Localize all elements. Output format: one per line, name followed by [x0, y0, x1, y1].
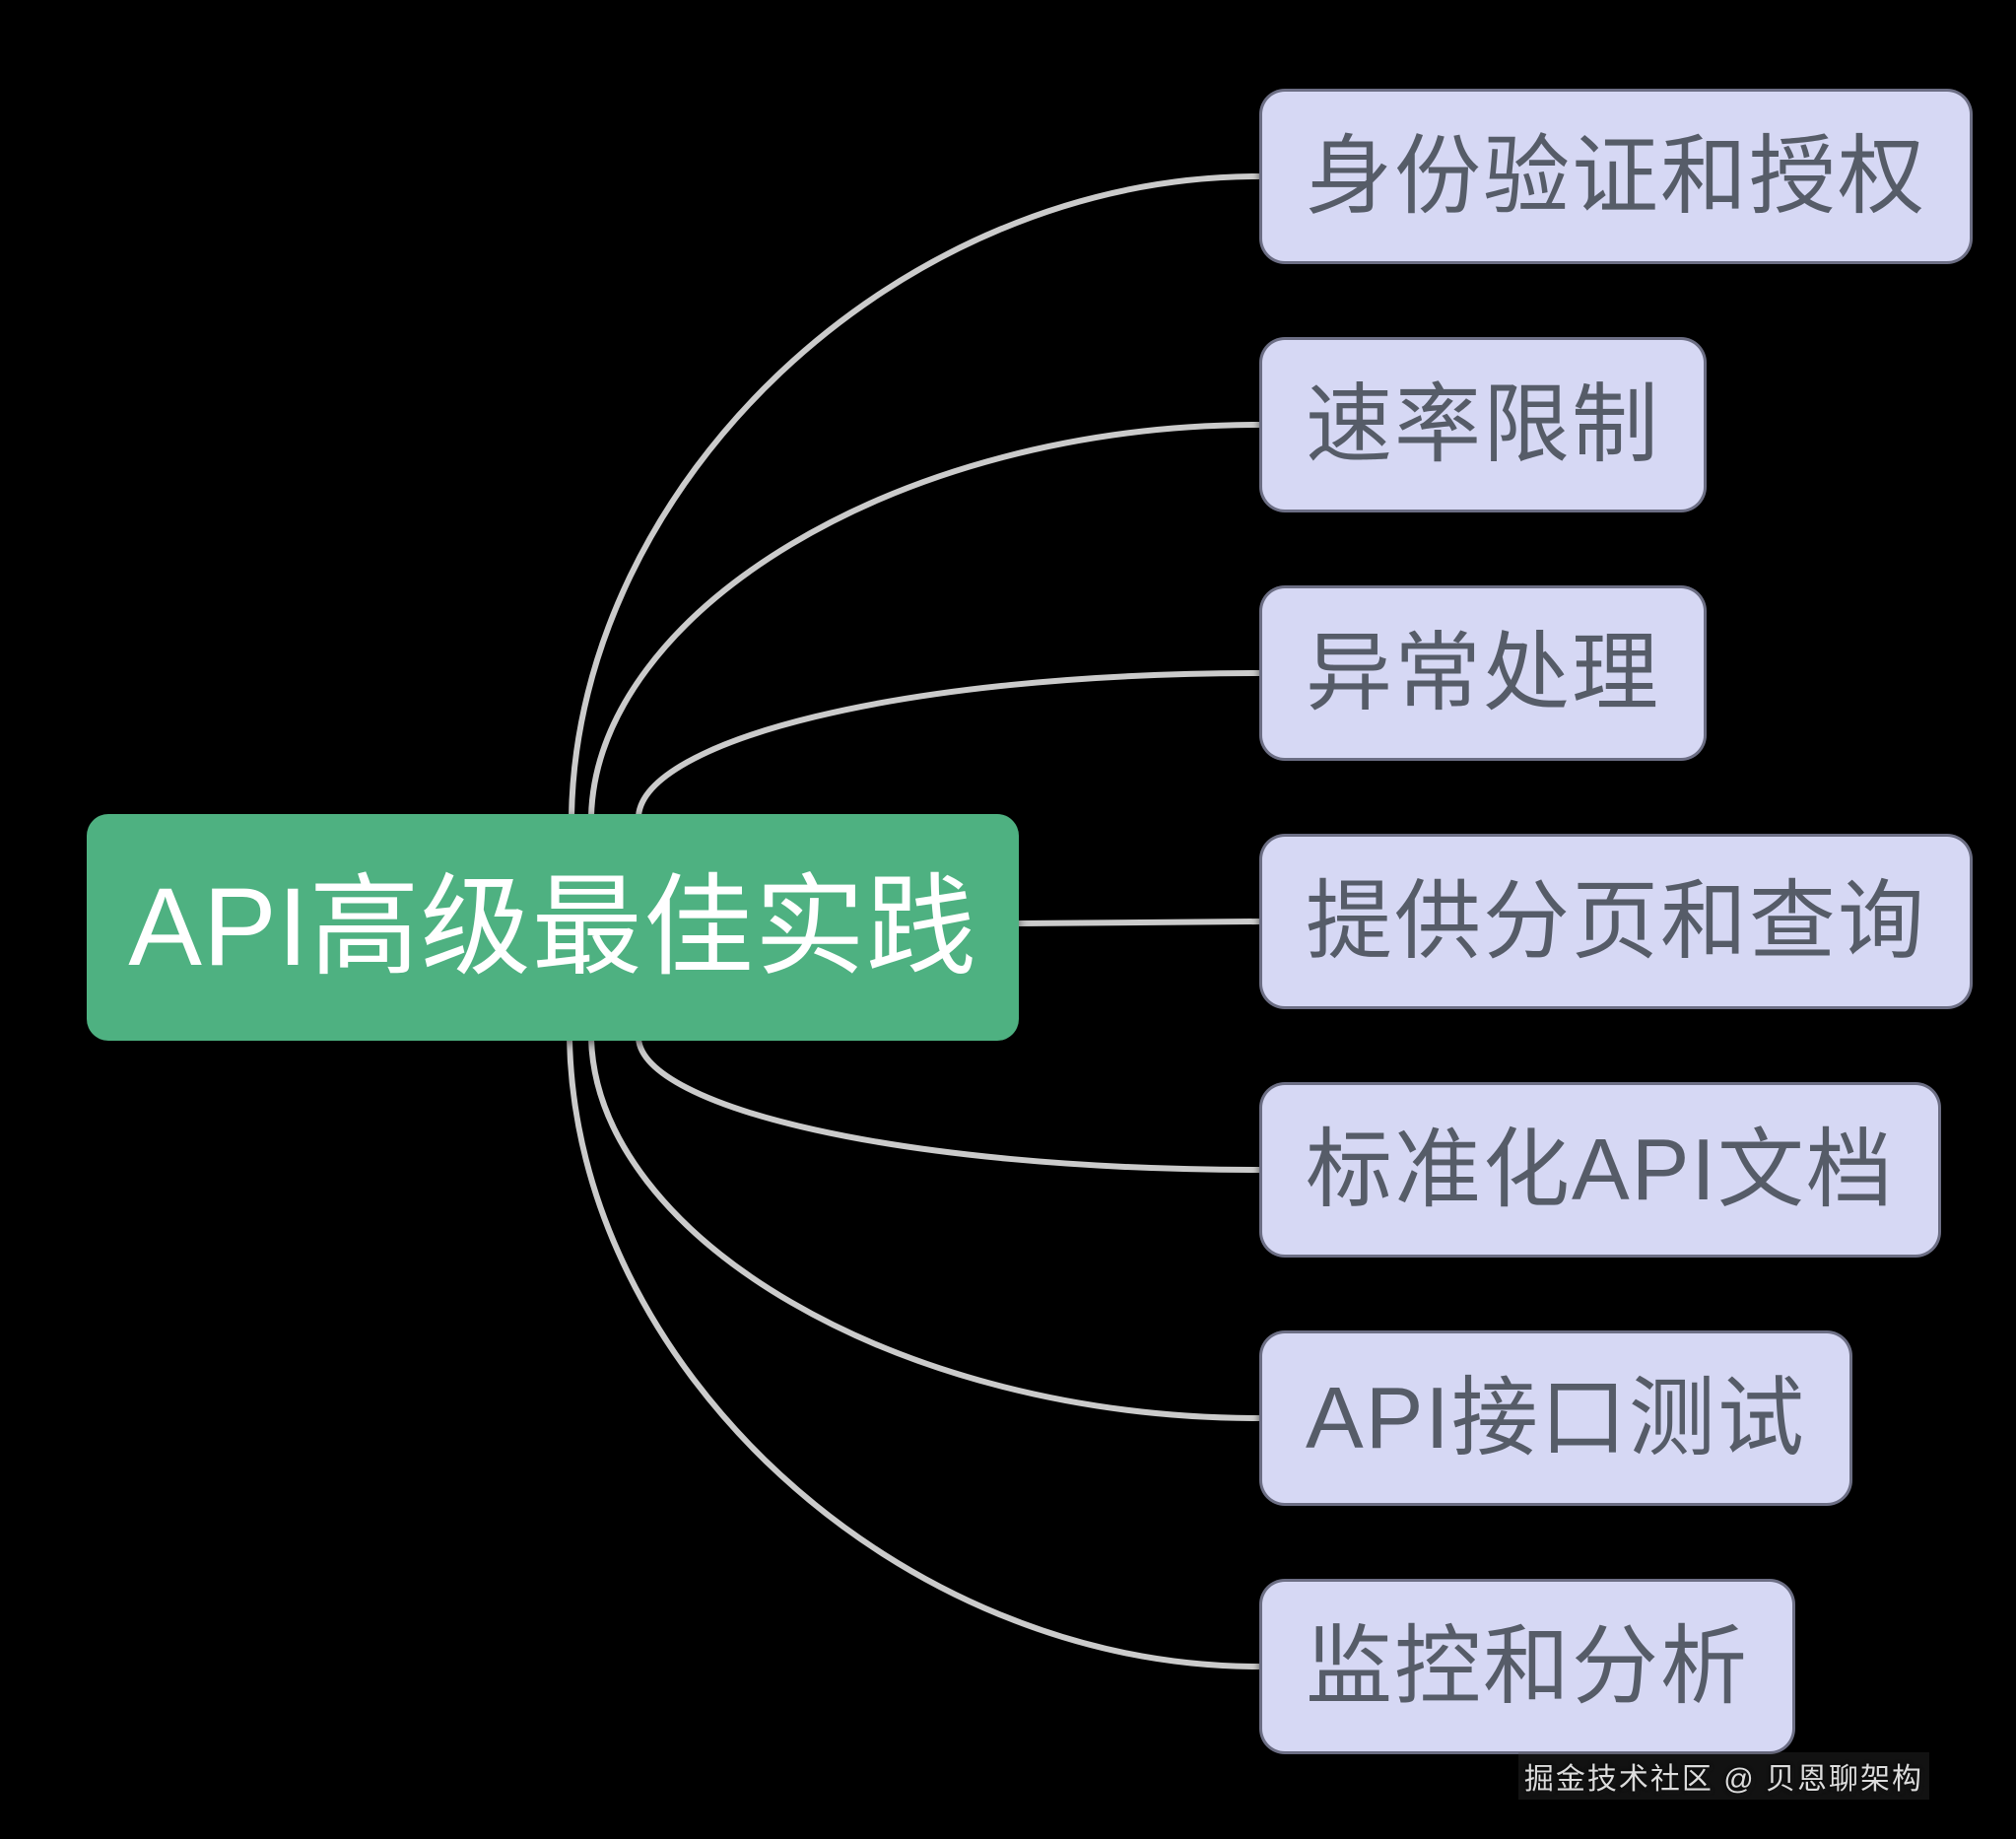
watermark: 掘金技术社区 @ 贝恩聊架构	[1517, 1752, 1929, 1800]
branch-label: API接口测试	[1306, 1369, 1806, 1466]
branch-label: 提供分页和查询	[1306, 872, 1927, 970]
branch-label: 异常处理	[1306, 624, 1661, 721]
connector-line	[636, 1036, 1262, 1173]
branch-node[interactable]: 速率限制	[1259, 337, 1708, 512]
connector-line	[588, 422, 1262, 819]
branch-node[interactable]: API接口测试	[1259, 1330, 1852, 1506]
connector-line	[588, 1036, 1262, 1421]
connector-line	[636, 670, 1262, 819]
branch-label: 标准化API文档	[1306, 1121, 1895, 1218]
branch-node[interactable]: 监控和分析	[1259, 1579, 1796, 1754]
root-node-label: API高级最佳实践	[128, 865, 977, 988]
branch-label: 身份验证和授权	[1306, 127, 1927, 225]
branch-node[interactable]: 身份验证和授权	[1259, 89, 1974, 264]
branch-node[interactable]: 提供分页和查询	[1259, 834, 1974, 1009]
connector-line	[1016, 919, 1262, 926]
branch-label: 监控和分析	[1306, 1617, 1750, 1715]
branch-label: 速率限制	[1306, 375, 1661, 473]
branch-node[interactable]: 异常处理	[1259, 585, 1708, 761]
branch-node[interactable]: 标准化API文档	[1259, 1082, 1941, 1258]
root-node[interactable]: API高级最佳实践	[87, 814, 1019, 1041]
connector-line	[567, 1036, 1262, 1669]
connector-line	[569, 173, 1262, 819]
